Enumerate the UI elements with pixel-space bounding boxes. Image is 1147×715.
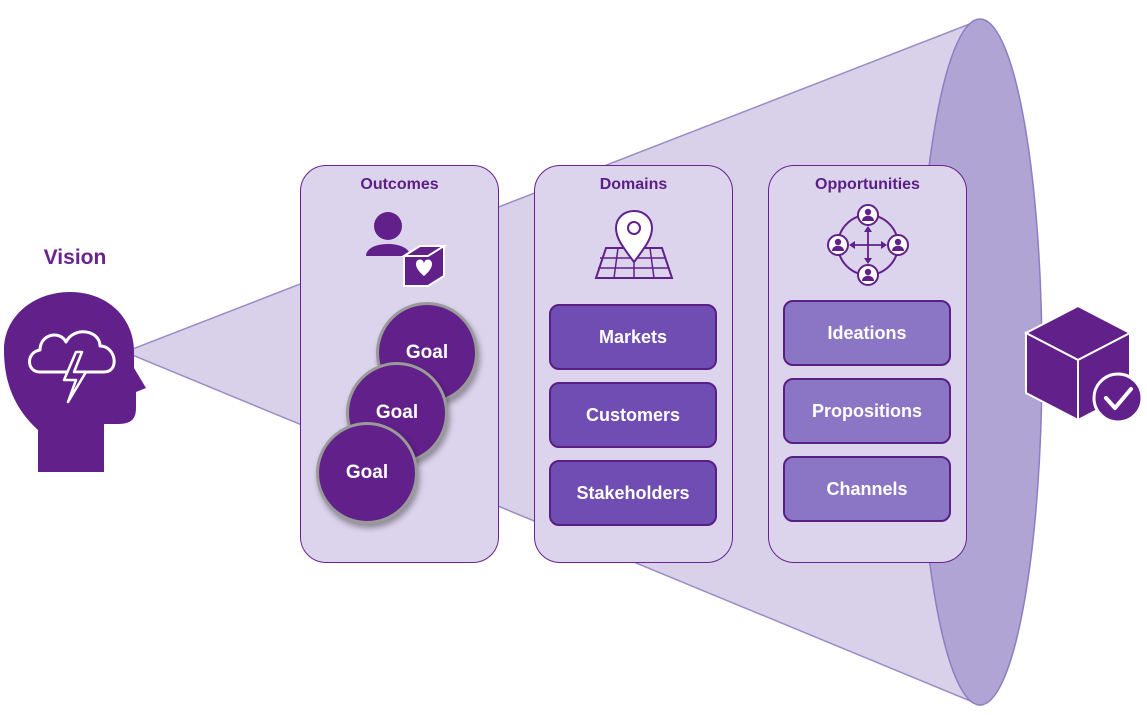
channels-box: Channels <box>783 456 951 522</box>
customers-box: Customers <box>549 382 717 448</box>
markets-box: Markets <box>549 304 717 370</box>
vision-title: Vision <box>43 246 107 269</box>
propositions-box: Propositions <box>783 378 951 444</box>
domains-title: Domains <box>599 176 668 193</box>
head-thinking-icon <box>4 292 146 472</box>
goal-circle: Goal <box>316 422 418 524</box>
opportunities-title: Opportunities <box>815 176 920 193</box>
outcomes-title: Outcomes <box>360 176 439 193</box>
stakeholders-box: Stakeholders <box>549 460 717 526</box>
ideations-box: Ideations <box>783 300 951 366</box>
